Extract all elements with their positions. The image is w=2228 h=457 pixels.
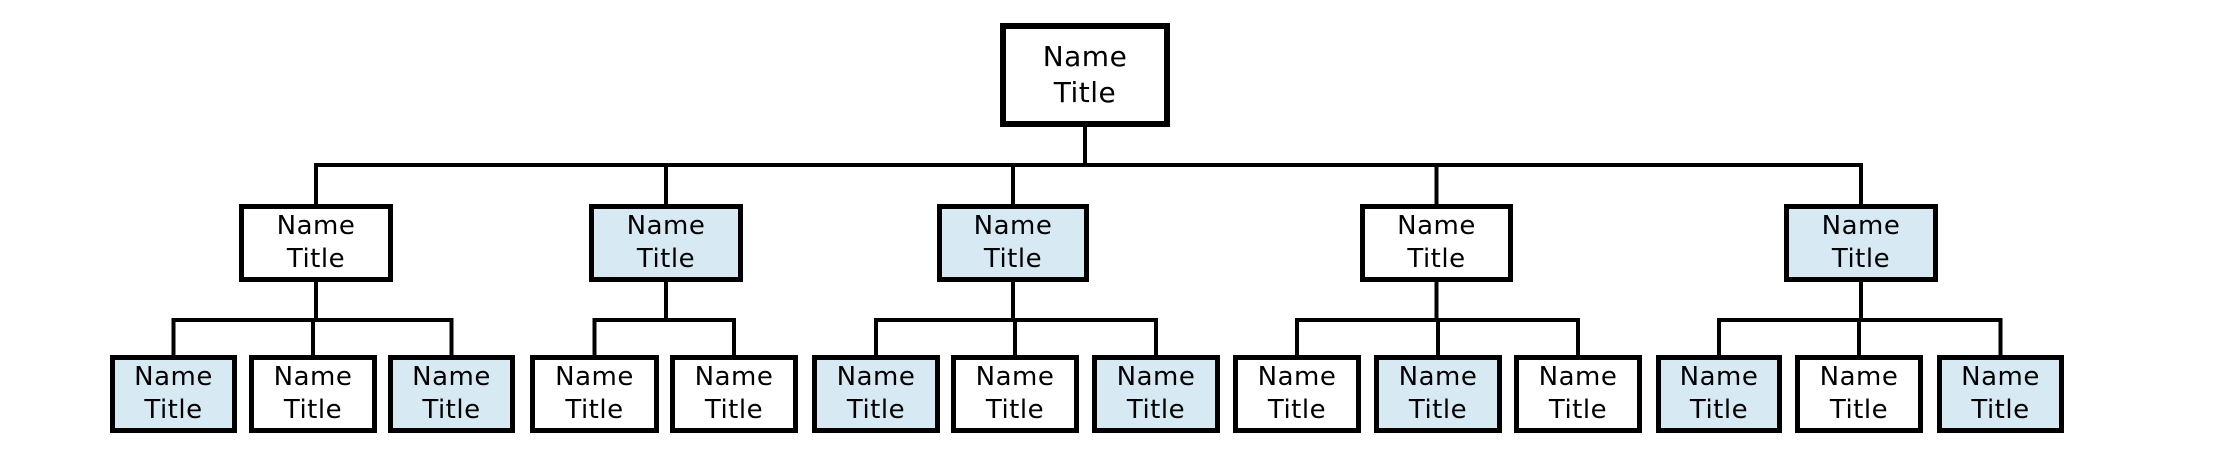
node-name-label: Name: [134, 362, 213, 392]
node-name-label: Name: [1116, 362, 1196, 392]
node-title-label: Title: [846, 395, 906, 425]
node-title-label: Title: [1831, 244, 1891, 274]
node-title-label: Title: [1829, 395, 1889, 425]
node-name-label: Name: [1961, 362, 2040, 392]
node-name-label: Name: [1679, 362, 1759, 392]
node-title-label: Title: [565, 395, 624, 425]
node-title-label: Title: [1971, 395, 2030, 425]
node-name-label: Name: [1257, 362, 1337, 392]
node-name-label: Name: [694, 362, 774, 392]
node-title-label: Title: [286, 244, 346, 274]
node-name-label: Name: [1042, 40, 1128, 73]
node-name-label: Name: [973, 211, 1053, 241]
node-title-label: Title: [1267, 395, 1327, 425]
node-name-label: Name: [975, 362, 1055, 392]
node-title-label: Title: [144, 395, 203, 425]
node-name-label: Name: [1398, 362, 1478, 392]
node-name-label: Name: [836, 362, 916, 392]
node-title-label: Title: [283, 395, 343, 425]
node-title-label: Title: [1126, 395, 1186, 425]
node-name-label: Name: [1538, 362, 1618, 392]
node-name-label: Name: [1397, 211, 1476, 241]
node-title-label: Title: [983, 244, 1043, 274]
node-title-label: Title: [422, 395, 481, 425]
node-name-label: Name: [626, 211, 706, 241]
node-name-label: Name: [555, 362, 634, 392]
node-name-label: Name: [276, 211, 356, 241]
node-title-label: Title: [704, 395, 764, 425]
node-title-label: Title: [985, 395, 1045, 425]
node-title-label: Title: [1053, 76, 1117, 109]
node-title-label: Title: [636, 244, 696, 274]
node-name-label: Name: [412, 362, 491, 392]
node-title-label: Title: [1407, 244, 1466, 274]
node-title-label: Title: [1408, 395, 1468, 425]
node-name-label: Name: [1821, 211, 1901, 241]
node-name-label: Name: [273, 362, 353, 392]
node-title-label: Title: [1689, 395, 1749, 425]
node-title-label: Title: [1548, 395, 1608, 425]
node-name-label: Name: [1819, 362, 1899, 392]
